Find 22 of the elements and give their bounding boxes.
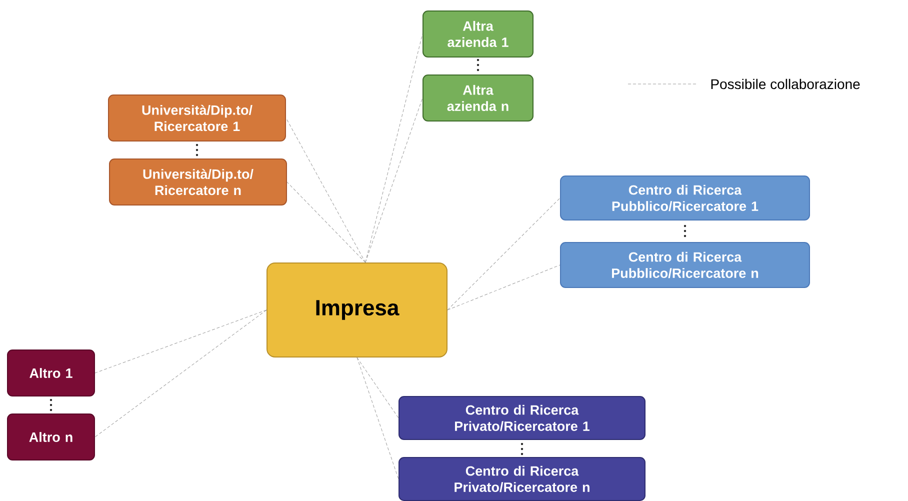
connector-line <box>447 264 560 310</box>
connector-line <box>447 198 560 310</box>
connector-line <box>286 118 366 263</box>
partner-box: Altra azienda n <box>422 74 534 122</box>
partner-box: Università/Dip.to/ Ricercatore n <box>109 158 287 206</box>
connector-line <box>94 310 267 374</box>
partner-box: Altro 1 <box>7 350 95 396</box>
connector-line <box>94 310 267 438</box>
company-box: Impresa <box>266 262 448 358</box>
connector-line <box>286 182 366 263</box>
connector-line <box>356 357 399 480</box>
connector-line <box>356 357 399 418</box>
partner-box: Altro n <box>7 414 95 460</box>
partner-box: Centro di Ricerca Privato/Ricercatore n <box>398 457 646 501</box>
partner-box: Università/Dip.to/ Ricercatore 1 <box>108 94 286 142</box>
partner-box: Centro di Ricerca Privato/Ricercatore 1 <box>398 396 646 440</box>
connector-line <box>365 34 423 263</box>
partner-box: Centro di Ricerca Pubblico/Ricercatore n <box>560 242 810 288</box>
partner-box: Altra azienda 1 <box>422 10 534 58</box>
legend-text: Possibile collaborazione <box>711 78 860 90</box>
connector-line <box>365 98 423 263</box>
partner-box: Centro di Ricerca Pubblico/Ricercatore 1 <box>560 176 810 220</box>
